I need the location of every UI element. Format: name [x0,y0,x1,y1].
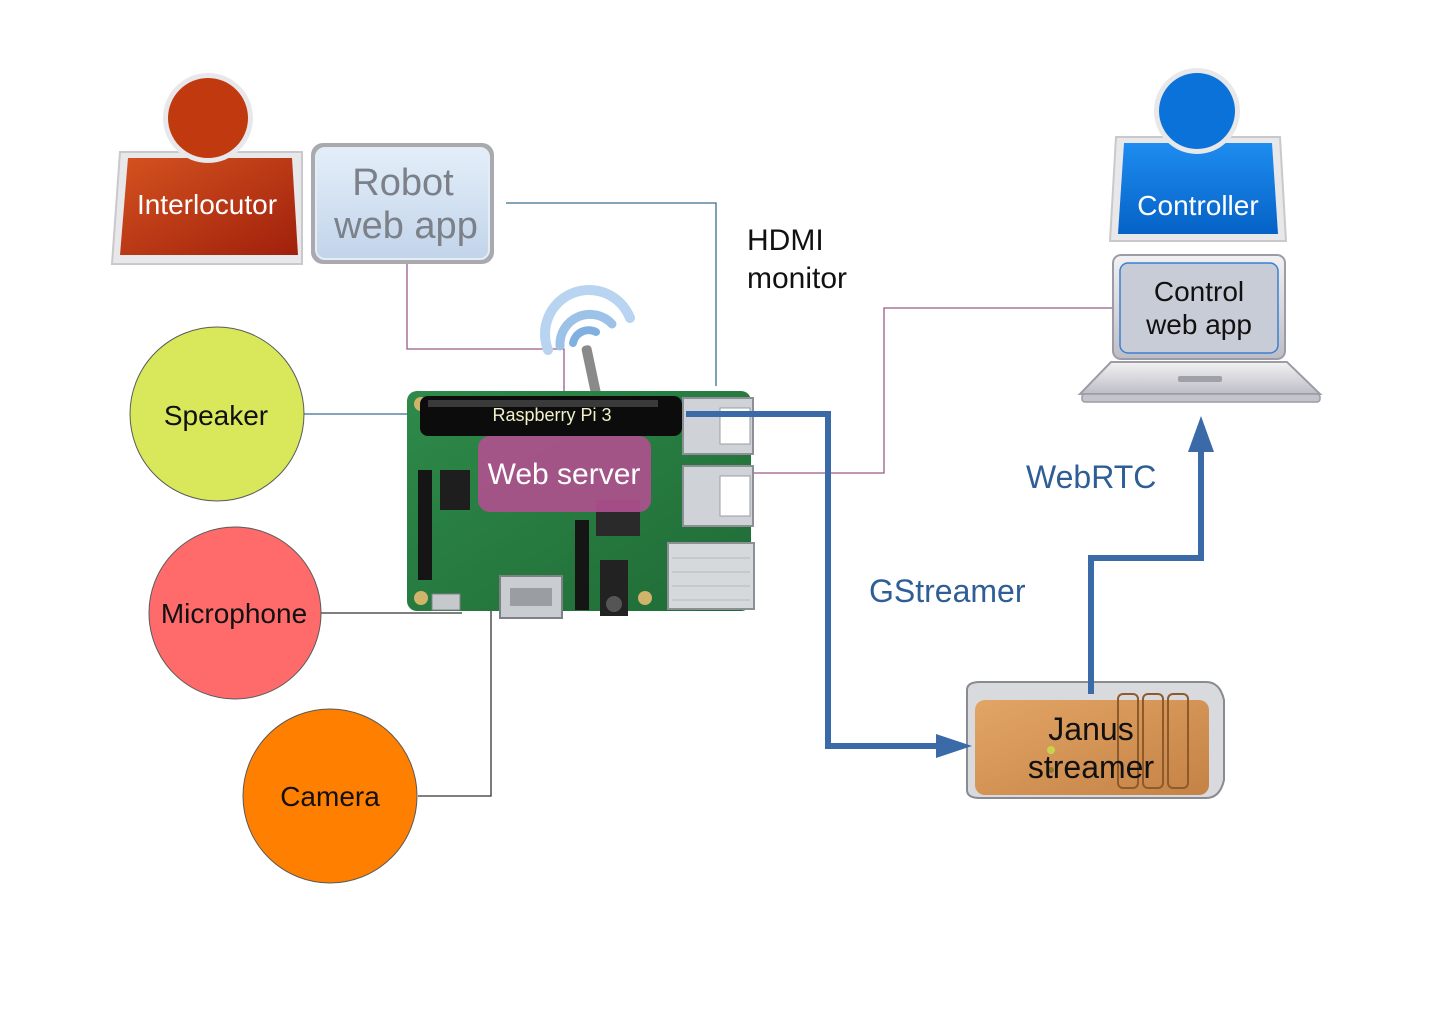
microphone-label: Microphone [161,598,307,629]
webrtc-label: WebRTC [1026,459,1156,495]
control-app-line1: Control [1154,276,1244,307]
robot-app-to-hdmi-line [506,202,717,386]
microphone-node: Microphone [148,526,322,700]
webserver-to-control-app-line [650,307,1118,474]
interlocutor-label: Interlocutor [137,189,277,220]
wifi-antenna-icon [539,284,635,397]
gstreamer-arrow [686,411,972,758]
gstreamer-label: GStreamer [869,573,1026,609]
interlocutor-actor: Interlocutor [110,73,303,265]
hdmi-label-line2: monitor [747,262,847,295]
speaker-label: Speaker [164,400,268,431]
camera-label: Camera [280,781,380,812]
robot-app-line2: web app [333,205,478,247]
board-title: Raspberry Pi 3 [492,405,611,425]
webrtc-arrow [1088,416,1214,694]
robot-web-app-box: Robot web app [311,143,494,264]
control-app-line2: web app [1145,309,1252,340]
laptop-icon: Control web app [1077,254,1323,403]
camera-line [418,600,492,797]
controller-label: Controller [1137,190,1258,221]
camera-node: Camera [242,708,418,884]
controller-actor: Controller [1108,68,1288,242]
raspberry-pi-board: Raspberry Pi 3 Web server [407,391,755,619]
web-server-label: Web server [488,458,641,491]
janus-streamer-server: Janus streamer [966,681,1225,799]
janus-line2: streamer [1028,749,1155,785]
ethernet-port [667,542,755,610]
janus-line1: Janus [1048,711,1133,747]
control-web-app-box [1119,262,1279,354]
speaker-node: Speaker [129,326,305,502]
web-server-box [478,436,651,512]
hdmi-label-line1: HDMI [747,224,824,257]
robot-app-line1: Robot [352,162,454,204]
